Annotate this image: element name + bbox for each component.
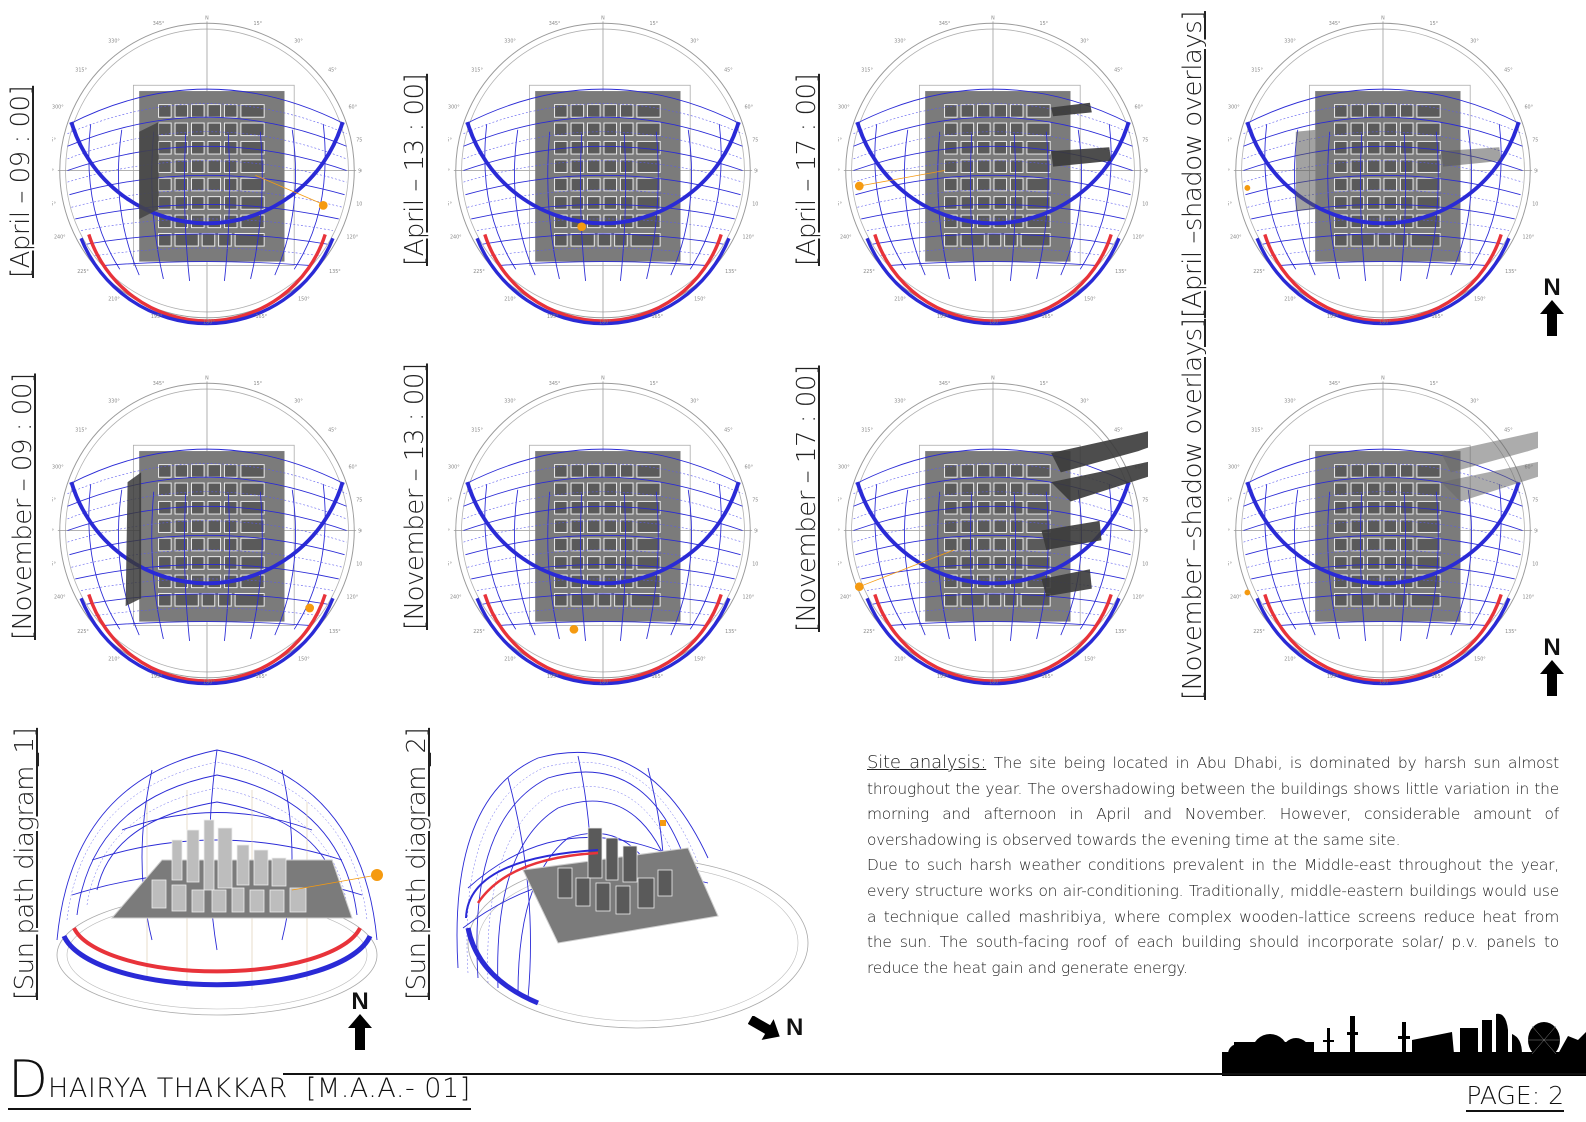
author-name: HAIRYA THAKKAR bbox=[48, 1073, 288, 1104]
north-indicator: N bbox=[748, 1016, 803, 1040]
north-arrow-icon bbox=[1540, 660, 1564, 696]
north-arrow-icon bbox=[1540, 300, 1564, 336]
panel-label: [November – 13 : 00] bbox=[400, 363, 430, 630]
sun-position-marker bbox=[577, 222, 587, 232]
panel-label: [Sun path diagram_2] bbox=[402, 727, 432, 1000]
sun-path-plan-diagram bbox=[448, 8, 758, 333]
sun-position-marker bbox=[854, 582, 864, 592]
panel-label: [November –shadow overlays] bbox=[1178, 318, 1208, 700]
sun-path-plan-diagram bbox=[52, 368, 362, 693]
north-indicator: N bbox=[1540, 276, 1564, 336]
panel-label: [April – 17 : 00] bbox=[792, 73, 822, 266]
sun-position-marker bbox=[660, 820, 666, 826]
sun-position-marker bbox=[318, 201, 328, 210]
course-code: [M.A.A.- 01] bbox=[305, 1073, 471, 1104]
panel-label: [November – 17 : 00] bbox=[792, 365, 822, 632]
north-indicator: N bbox=[1540, 636, 1564, 696]
north-arrow-icon bbox=[348, 1014, 372, 1050]
north-arrow-icon bbox=[748, 1016, 780, 1040]
site-analysis-text: Site analysis: The site being located in… bbox=[867, 750, 1559, 981]
sun-position-marker bbox=[854, 181, 864, 191]
panel-label: [April – 09 : 00] bbox=[6, 85, 36, 278]
north-letter: N bbox=[1543, 634, 1561, 661]
north-letter: N bbox=[1543, 274, 1561, 301]
footer-rule bbox=[283, 1073, 1586, 1075]
sun-path-3d-dome-diagram bbox=[52, 740, 392, 1030]
sun-path-plan-diagram bbox=[52, 8, 362, 333]
sun-path-plan-diagram bbox=[448, 368, 758, 693]
sun-path-3d-arch-diagram bbox=[448, 738, 818, 1038]
sun-position-marker bbox=[569, 624, 579, 634]
abu-dhabi-skyline-illustration bbox=[1222, 1010, 1586, 1081]
sun-path-plan-diagram bbox=[838, 8, 1148, 333]
author-title-block: DHAIRYA THAKKAR [M.A.A.- 01] bbox=[8, 1054, 471, 1110]
north-indicator: N bbox=[348, 990, 372, 1050]
site-analysis-paragraph-1: Site analysis: The site being located in… bbox=[867, 752, 1559, 849]
panel-label: [November – 09 : 00] bbox=[8, 373, 38, 640]
sun-path-plan-diagram bbox=[1228, 8, 1538, 333]
north-letter: N bbox=[786, 1014, 804, 1041]
panel-label: [April –shadow overlays] bbox=[1178, 11, 1208, 318]
site-analysis-paragraph-2: Due to such harsh weather conditions pre… bbox=[867, 856, 1559, 977]
site-analysis-heading: Site analysis: bbox=[867, 752, 987, 773]
sun-path-plan-diagram bbox=[838, 368, 1148, 693]
panel-label: [April – 13 : 00] bbox=[400, 73, 430, 266]
sun-path-plan-diagram bbox=[1228, 368, 1538, 693]
author-initial: D bbox=[8, 1050, 49, 1110]
north-letter: N bbox=[351, 988, 369, 1015]
sun-position-marker bbox=[371, 869, 383, 881]
page-number: PAGE: 2 bbox=[1466, 1081, 1564, 1112]
panel-label: [Sun path diagram_1] bbox=[10, 727, 40, 1000]
sun-position-marker bbox=[305, 603, 315, 613]
